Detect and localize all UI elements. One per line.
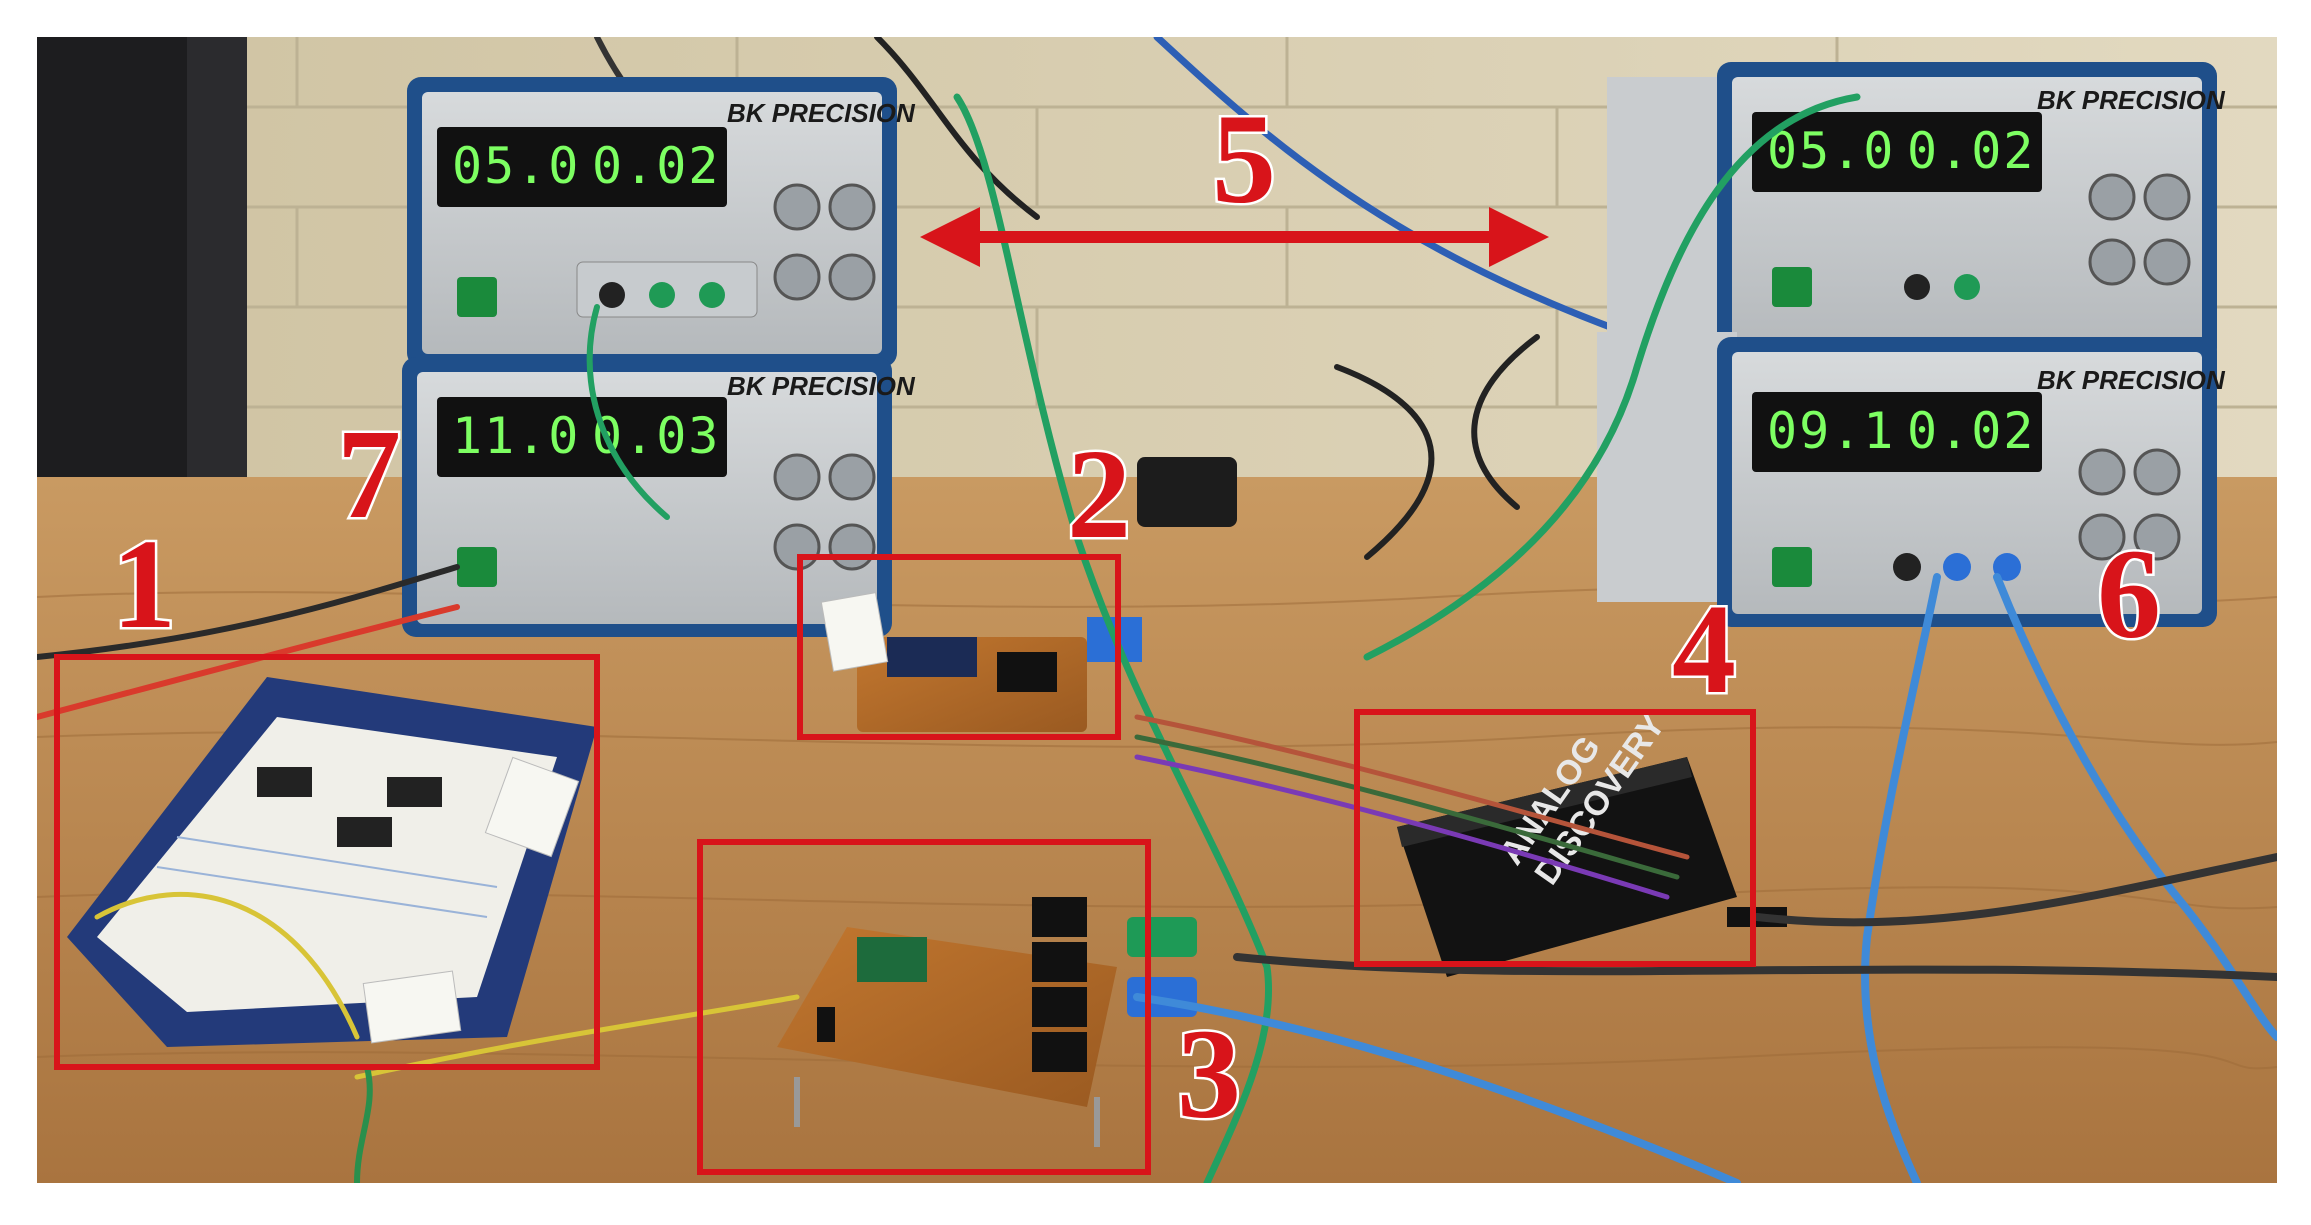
terminal-blue-icon bbox=[1993, 553, 2021, 581]
knob-icon[interactable] bbox=[773, 453, 821, 501]
knob-icon[interactable] bbox=[773, 183, 821, 231]
supply-tr-brand: BK PRECISION bbox=[2037, 85, 2226, 115]
relay-icon bbox=[1032, 1032, 1087, 1072]
knob-icon[interactable] bbox=[2133, 513, 2181, 561]
relay-icon bbox=[1032, 897, 1087, 937]
callout-1: 1 bbox=[112, 513, 176, 655]
knob-icon[interactable] bbox=[773, 253, 821, 301]
chip-icon bbox=[887, 637, 977, 677]
callout-3: 3 bbox=[1177, 1003, 1241, 1145]
relay-icon bbox=[1032, 942, 1087, 982]
region-box-4 bbox=[1354, 709, 1756, 967]
connector-icon bbox=[1127, 917, 1197, 957]
knob-icon[interactable] bbox=[2078, 513, 2126, 561]
lab-setup-photo: 05.0 0.02 BK PRECISION 11.0 0.03 BK PREC… bbox=[37, 37, 2277, 1183]
relay-board bbox=[777, 897, 1197, 1147]
terminal-black-icon bbox=[599, 282, 625, 308]
controller-board bbox=[820, 592, 1142, 732]
supply-tl-voltage: 05.0 bbox=[452, 137, 580, 195]
chip-icon bbox=[337, 817, 392, 847]
callout-6: 6 bbox=[2097, 523, 2161, 665]
knob-icon[interactable] bbox=[2143, 238, 2191, 286]
callout-7: 7 bbox=[337, 403, 401, 545]
terminal-green-icon bbox=[649, 282, 675, 308]
supply-bl-brand: BK PRECISION bbox=[727, 371, 916, 401]
terminal-black-icon bbox=[1904, 274, 1930, 300]
supply-br-brand: BK PRECISION bbox=[2037, 365, 2226, 395]
knob-icon[interactable] bbox=[828, 523, 876, 571]
region-box-2 bbox=[797, 554, 1121, 740]
power-supply-bottom-left: 11.0 0.03 BK PRECISION bbox=[402, 357, 916, 637]
relay-icon bbox=[1032, 987, 1087, 1027]
chip-icon bbox=[387, 777, 442, 807]
knob-icon[interactable] bbox=[2078, 448, 2126, 496]
supply-br-current: 0.02 bbox=[1907, 402, 2035, 460]
power-adapter bbox=[1137, 457, 1237, 527]
terminal-blue-icon bbox=[1943, 553, 1971, 581]
knob-icon[interactable] bbox=[828, 453, 876, 501]
supply-tr-current: 0.02 bbox=[1907, 122, 2035, 180]
supply-tr-voltage: 05.0 bbox=[1767, 122, 1895, 180]
chip-icon bbox=[257, 767, 312, 797]
region-box-3 bbox=[697, 839, 1151, 1175]
region-box-1 bbox=[54, 654, 600, 1070]
chip-icon bbox=[857, 937, 927, 982]
knob-icon[interactable] bbox=[2133, 448, 2181, 496]
power-switch-icon[interactable] bbox=[457, 547, 497, 587]
supply-tl-brand: BK PRECISION bbox=[727, 98, 916, 128]
power-supply-bottom-right: 09.1 0.02 BK PRECISION bbox=[1597, 332, 2226, 627]
power-supply-top-left: 05.0 0.02 BK PRECISION bbox=[407, 77, 916, 367]
power-switch-icon[interactable] bbox=[1772, 547, 1812, 587]
knob-icon[interactable] bbox=[828, 253, 876, 301]
terminal-green-icon bbox=[1954, 274, 1980, 300]
power-switch-icon[interactable] bbox=[457, 277, 497, 317]
callout-5: 5 bbox=[1212, 88, 1276, 230]
relay-icon bbox=[997, 652, 1057, 692]
callout-2: 2 bbox=[1067, 423, 1131, 565]
supply-bl-voltage: 11.0 bbox=[452, 407, 580, 465]
terminal-black-icon bbox=[1893, 553, 1921, 581]
annotation-boxes bbox=[54, 554, 1756, 1175]
terminal-green-icon bbox=[699, 282, 725, 308]
power-supply-top-right: 05.0 0.02 BK PRECISION bbox=[1607, 62, 2226, 362]
power-switch-icon[interactable] bbox=[1772, 267, 1812, 307]
supply-br-voltage: 09.1 bbox=[1767, 402, 1895, 460]
supply-tl-current: 0.02 bbox=[592, 137, 720, 195]
callout-4: 4 bbox=[1672, 578, 1736, 720]
knob-icon[interactable] bbox=[2143, 173, 2191, 221]
supply-bl-current: 0.03 bbox=[592, 407, 720, 465]
knob-icon[interactable] bbox=[828, 183, 876, 231]
knob-icon[interactable] bbox=[2088, 238, 2136, 286]
breadboard-circuit bbox=[67, 677, 597, 1047]
knob-icon[interactable] bbox=[2088, 173, 2136, 221]
